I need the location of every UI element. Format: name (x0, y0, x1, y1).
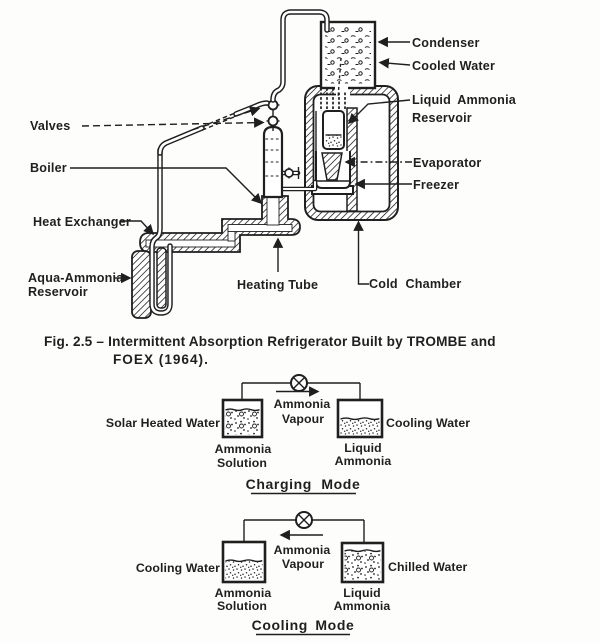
riser-pipe (157, 100, 270, 156)
caption-line-1: Fig. 2.5 – Intermittent Absorption Refri… (44, 334, 496, 349)
condenser-tank (319, 20, 377, 99)
flow-label-1: Ammonia (274, 397, 331, 411)
left-vessel-content-1: Ammonia (215, 442, 272, 456)
flow-label-1: Ammonia (274, 543, 331, 557)
label-cooled-water: Cooled Water (412, 59, 495, 73)
valve-crossed-circle-icon (295, 511, 313, 529)
label-heat-exchanger: Heat Exchanger (33, 215, 131, 229)
label-evaporator: Evaporator (413, 156, 482, 170)
label-liquid-ammonia-reservoir-2: Reservoir (412, 111, 472, 125)
right-vessel (336, 398, 384, 439)
right-vessel-content-2: Ammonia (335, 454, 392, 468)
label-condenser: Condenser (412, 36, 480, 50)
label-aqua-ammonia-1: Aqua-Ammonia (28, 271, 124, 285)
boiler-assembly (262, 99, 318, 199)
caption-line-2: FOEX (1964). (113, 352, 209, 367)
right-vessel (340, 541, 385, 584)
right-vessel-content-1: Liquid (344, 441, 381, 455)
ammonia-drip (337, 57, 342, 99)
label-freezer: Freezer (413, 178, 459, 192)
left-vessel-content-1: Ammonia (215, 586, 272, 600)
left-vessel-label: Cooling Water (136, 561, 220, 575)
right-vessel-content-1: Liquid (343, 586, 380, 600)
heating-tube-channel (227, 224, 293, 232)
cooling-mode-title: Cooling Mode (252, 617, 355, 633)
right-vessel-label: Chilled Water (388, 560, 468, 574)
leader-lines (70, 36, 412, 285)
vapour-pipe (270, 9, 330, 103)
boiler-liquid-levels (265, 138, 281, 177)
cooled-water-fill (325, 26, 371, 84)
label-valves: Valves (30, 119, 70, 133)
flow-label-2: Vapour (282, 412, 324, 426)
left-vessel-content-2: Solution (217, 599, 267, 613)
left-vessel (221, 398, 264, 439)
valve-crossed-circle-icon (290, 374, 308, 392)
liquid-ammonia-reservoir-vessel (322, 110, 345, 150)
label-aqua-ammonia-2: Reservoir (28, 285, 88, 299)
cooling-mode-diagram: Ammonia Vapour Cooling Water Chilled Wat… (136, 511, 468, 636)
left-vessel (221, 540, 267, 584)
charging-mode-title: Charging Mode (246, 476, 361, 492)
evaporator-cone (321, 152, 343, 181)
left-vessel-content-2: Solution (217, 456, 267, 470)
left-vessel-label: Solar Heated Water (106, 416, 220, 430)
label-boiler: Boiler (30, 161, 67, 175)
schematic-labels: Valves Boiler Heat Exchanger Aqua-Ammoni… (28, 36, 517, 299)
absorber-coil (316, 89, 349, 111)
cold-chamber (304, 83, 399, 221)
label-cold-chamber: Cold Chamber (369, 277, 461, 291)
charging-mode-diagram: Ammonia Vapour Solar Heated Water Coolin… (106, 374, 470, 495)
heat-exchanger-assembly (139, 195, 301, 253)
valve-icon (266, 115, 280, 127)
refrigerator-schematic: Valves Boiler Heat Exchanger Aqua-Ammoni… (28, 9, 517, 367)
right-vessel-label: Cooling Water (386, 416, 470, 430)
right-vessel-content-2: Ammonia (334, 599, 391, 613)
label-liquid-ammonia-reservoir-1: Liquid Ammonia (412, 93, 517, 107)
label-heating-tube: Heating Tube (237, 278, 318, 292)
valve-icon (284, 167, 294, 179)
figure-caption: Fig. 2.5 – Intermittent Absorption Refri… (44, 334, 496, 367)
flow-label-2: Vapour (282, 557, 324, 571)
aqua-ammonia-reservoir-vessel (131, 147, 173, 319)
